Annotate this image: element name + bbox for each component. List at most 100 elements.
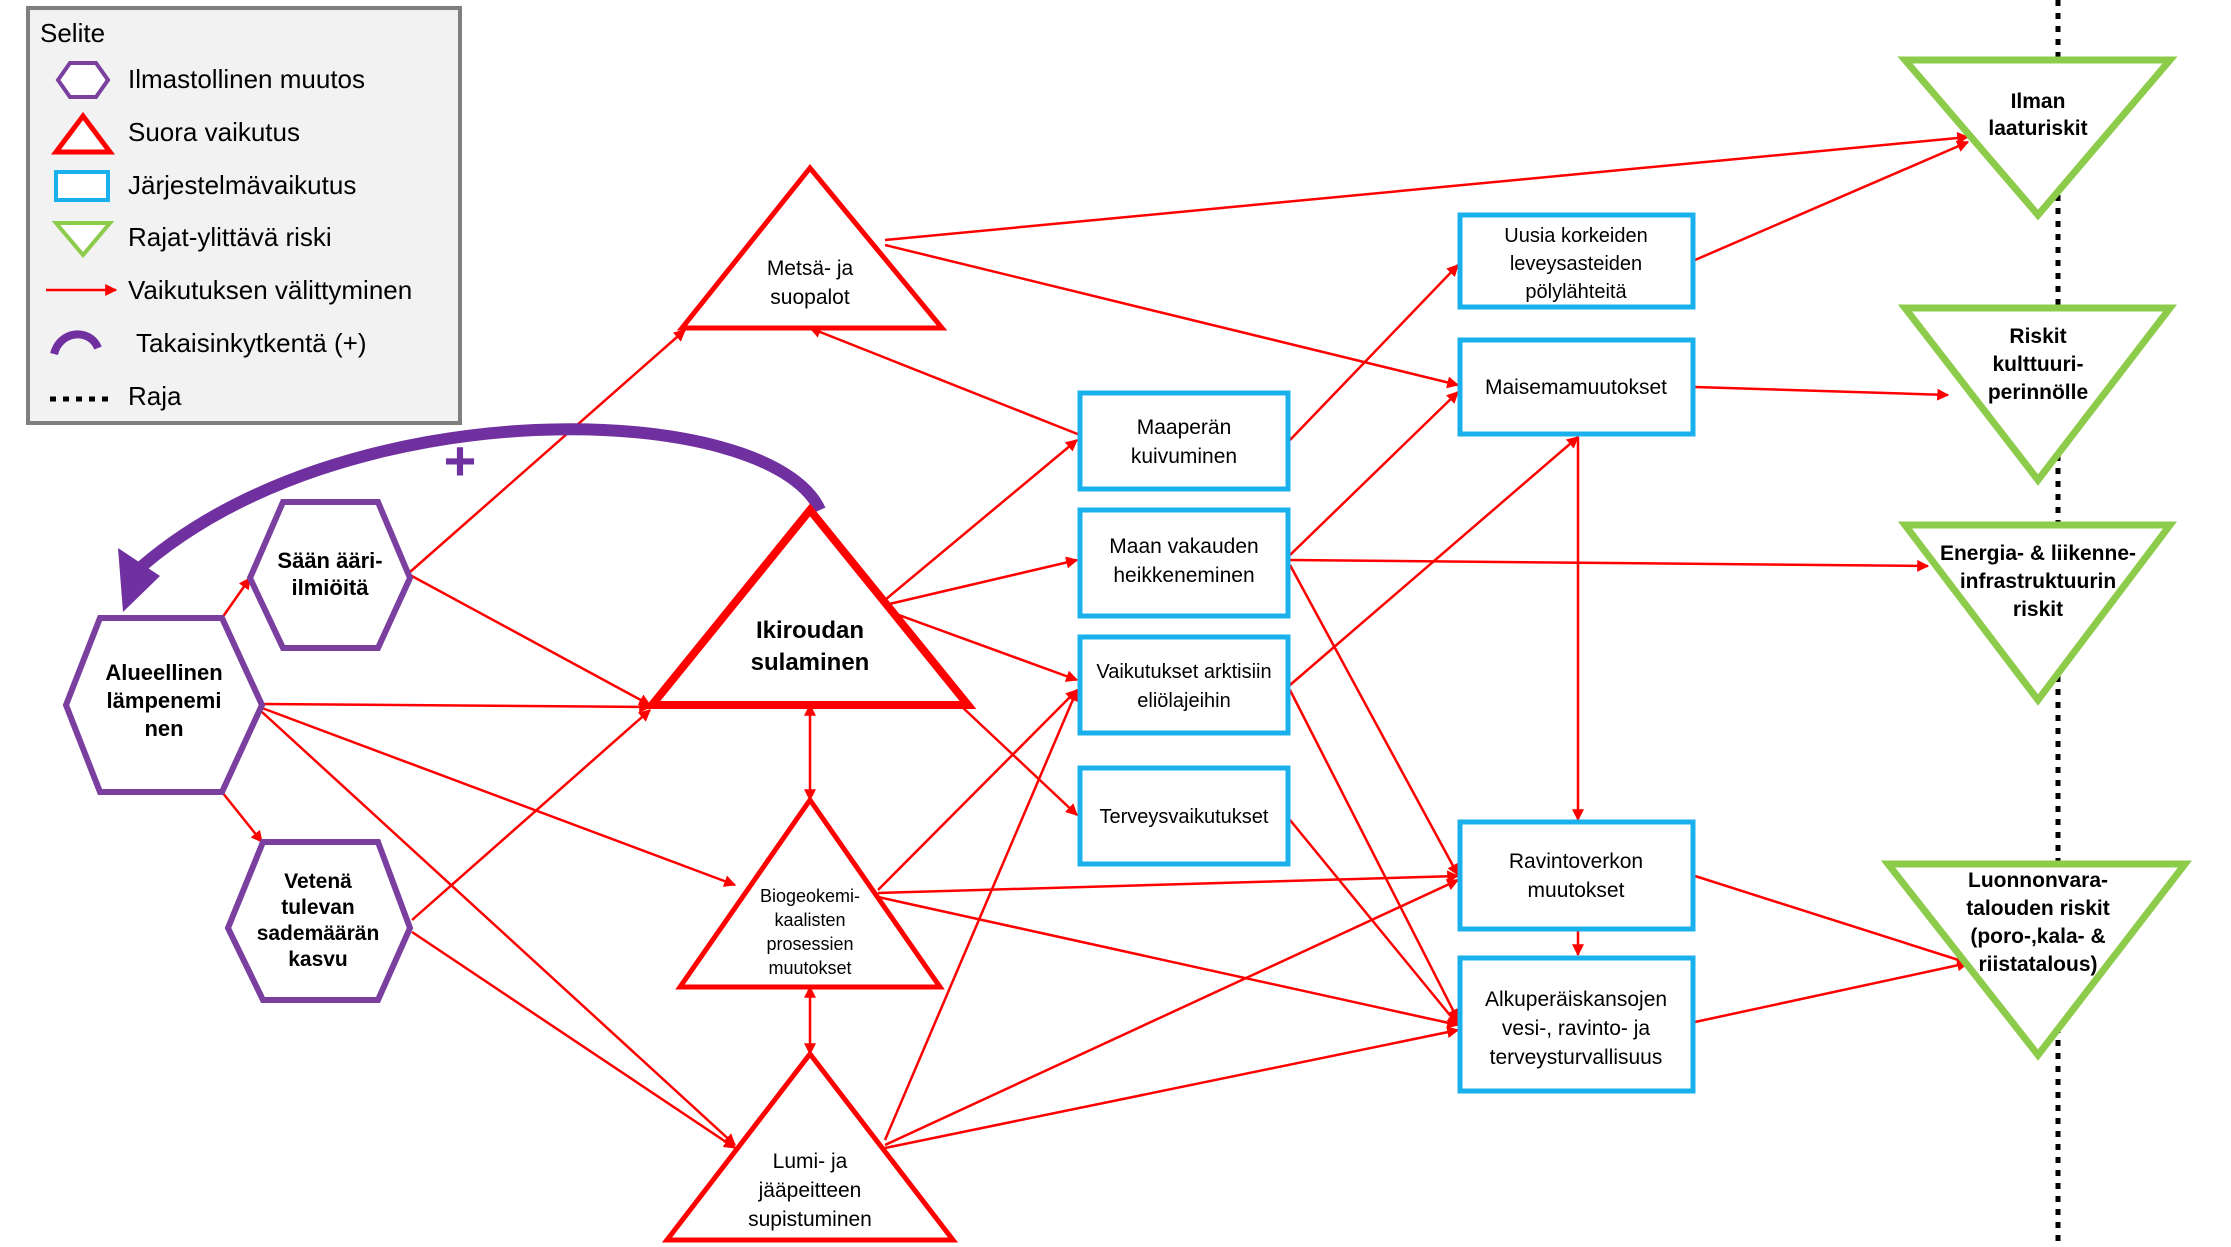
label-line: heikkeneminen bbox=[1113, 564, 1254, 587]
label-line: talouden riskit bbox=[1966, 897, 2110, 920]
node-landscape bbox=[1457, 337, 1696, 437]
label-energy: Energia- & liikenne-infrastruktuurin risk… bbox=[1940, 542, 2136, 621]
arrow-snow-foodweb bbox=[884, 878, 1460, 1147]
label-line: suopalot bbox=[770, 286, 850, 309]
label-line: sademäärän bbox=[257, 922, 380, 945]
node-rain bbox=[224, 839, 414, 1003]
label-line: Alkuperäiskansojen bbox=[1485, 988, 1667, 1011]
legend-item-label: Suora vaikutus bbox=[128, 117, 300, 147]
arrow-warming-snow bbox=[261, 711, 736, 1146]
label-warming: Alueellinen lämpenemi nen bbox=[105, 660, 222, 741]
label-line: Vetenä bbox=[284, 870, 352, 893]
node-warming bbox=[62, 615, 266, 795]
node-fires bbox=[676, 164, 948, 331]
arrow-soil-dust bbox=[1289, 264, 1459, 441]
label-soil-dry: Maaperän kuivuminen bbox=[1131, 416, 1237, 468]
legend-rectangle-icon bbox=[54, 170, 110, 202]
legend-feedback-icon bbox=[50, 330, 102, 356]
arrow-ground-landscape bbox=[1289, 391, 1459, 556]
label-line: Terveysvaikutukset bbox=[1100, 806, 1269, 828]
label-line: Riskit bbox=[2009, 325, 2066, 348]
arrow-warming-permafrost bbox=[261, 700, 652, 713]
label-line: Sään ääri- bbox=[277, 548, 382, 573]
node-health bbox=[1077, 765, 1291, 867]
label-line: Ilman bbox=[2011, 90, 2066, 113]
label-line: leveysasteiden bbox=[1510, 253, 1642, 275]
label-line: supistuminen bbox=[748, 1208, 872, 1231]
node-dust bbox=[1457, 212, 1696, 310]
label-line: Ikiroudan bbox=[756, 617, 864, 644]
arrow-extreme-permafrost bbox=[409, 573, 652, 707]
node-air bbox=[1897, 56, 2178, 221]
label-line: infrastruktuurin bbox=[1960, 570, 2116, 593]
label-line: Vaikutukset arktisiin bbox=[1096, 661, 1271, 683]
arrow-rain-permafrost bbox=[411, 709, 651, 921]
arrow-permafrost-soil bbox=[884, 439, 1078, 601]
legend-hexagon-icon bbox=[55, 61, 111, 99]
label-line: Energia- & liikenne- bbox=[1940, 542, 2136, 565]
label-fires: Metsä- ja suopalot bbox=[767, 257, 854, 309]
label-permafrost: Ikiroudan sulaminen bbox=[751, 617, 870, 676]
arrow-permafrost-ground bbox=[884, 556, 1079, 607]
label-line: Metsä- ja bbox=[767, 257, 854, 280]
arrow-warming-rain bbox=[221, 791, 263, 843]
arrow-warming-biogeo bbox=[261, 706, 737, 887]
label-line: Biogeokemi- bbox=[760, 886, 860, 906]
arrow-fires-landscape bbox=[884, 243, 1460, 389]
feedback-arrow bbox=[127, 423, 826, 580]
label-line: (poro-,kala- & bbox=[1970, 925, 2105, 948]
label-line: sulaminen bbox=[751, 649, 870, 676]
node-indigenous bbox=[1457, 955, 1696, 1094]
arrow-permafrost-health bbox=[959, 704, 1078, 816]
arrow-dust-air bbox=[1694, 140, 1970, 262]
label-line: nen bbox=[144, 716, 183, 741]
label-line: Luonnonvara- bbox=[1968, 869, 2108, 892]
feedback-arrowhead bbox=[118, 548, 160, 612]
label-line: Ravintoverkon bbox=[1509, 850, 1643, 873]
label-line: terveysturvallisuus bbox=[1490, 1046, 1663, 1069]
arrow-soil-fires bbox=[808, 326, 1081, 437]
label-line: riskit bbox=[2013, 598, 2063, 621]
legend-item-label: Takaisinkytkentä (+) bbox=[136, 328, 366, 358]
node-biogeo bbox=[675, 795, 945, 990]
node-ground-stab bbox=[1077, 507, 1291, 619]
arrow-foodweb-resource bbox=[1694, 874, 1970, 966]
arrow-extreme-fires bbox=[409, 329, 686, 573]
label-line: tulevan bbox=[281, 896, 355, 919]
label-line: pölylähteitä bbox=[1525, 281, 1627, 303]
arrow-species-indigenous bbox=[1288, 689, 1460, 1022]
arrow-warming-extreme bbox=[220, 577, 252, 619]
label-landscape: Maisemamuutokset bbox=[1485, 376, 1667, 399]
arrow-ground-foodweb bbox=[1288, 564, 1460, 877]
label-line: kuivuminen bbox=[1131, 445, 1237, 468]
label-foodweb: Ravintoverkon muutokset bbox=[1509, 850, 1643, 902]
label-line: kasvu bbox=[288, 948, 348, 971]
arrows bbox=[220, 132, 1970, 1150]
arrow-ground-energy bbox=[1289, 558, 1930, 572]
label-line: perinnölle bbox=[1988, 381, 2088, 404]
label-line: muutokset bbox=[768, 958, 851, 978]
label-line: lämpenemi bbox=[107, 688, 222, 713]
label-line: Maan vakauden bbox=[1109, 535, 1258, 558]
node-energy bbox=[1897, 521, 2178, 706]
legend: Selite Ilmastollinen muutos Suora vaikut… bbox=[26, 6, 462, 425]
arrow-landscape-heritage bbox=[1694, 385, 1950, 401]
node-heritage bbox=[1897, 304, 2178, 486]
label-line: muutokset bbox=[1528, 879, 1625, 902]
arrow-fires-air bbox=[884, 132, 1970, 242]
label-line: ilmiöitä bbox=[291, 575, 369, 600]
legend-item-label: Raja bbox=[128, 381, 182, 411]
label-line: Alueellinen bbox=[105, 660, 222, 685]
arrow-health-indigenous bbox=[1289, 819, 1459, 1026]
label-line: kaalisten bbox=[774, 910, 845, 930]
arrow-biogeo-indigenous bbox=[877, 895, 1460, 1029]
label-line: Maaperän bbox=[1137, 416, 1232, 439]
node-soil-dry bbox=[1077, 390, 1291, 492]
legend-triangle-up-icon bbox=[51, 111, 115, 155]
